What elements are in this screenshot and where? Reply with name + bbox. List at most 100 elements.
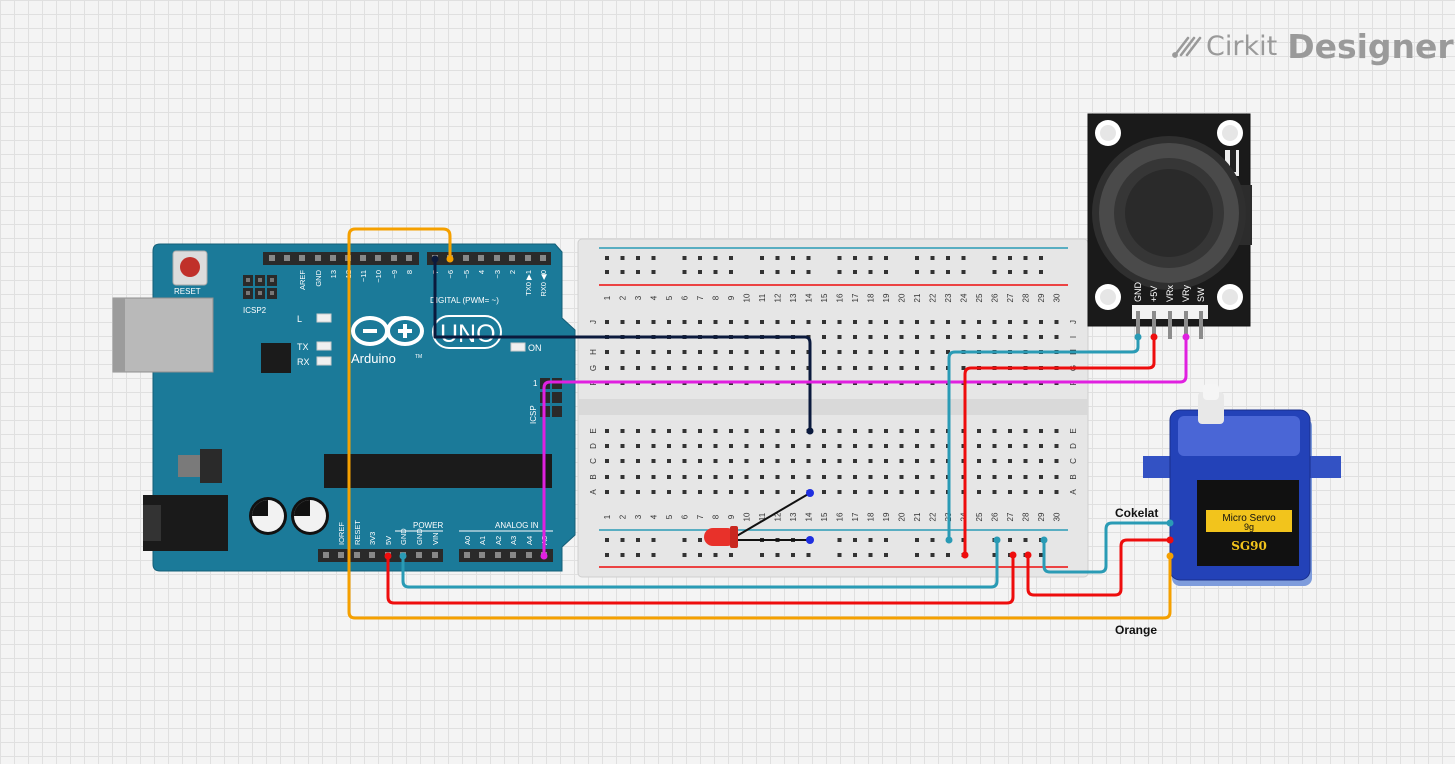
digital-pin-label: 13 bbox=[329, 270, 338, 278]
terminal-hole bbox=[651, 459, 656, 463]
wire-end-orange-b bbox=[1166, 552, 1174, 560]
analog-pin-label: A4 bbox=[525, 536, 534, 545]
column-number-bottom: 3 bbox=[634, 514, 643, 519]
terminal-hole bbox=[992, 335, 997, 339]
terminal-hole bbox=[884, 320, 888, 324]
rail-hole bbox=[729, 553, 733, 557]
terminal-hole bbox=[698, 429, 702, 433]
digital-pin-label: ~5 bbox=[462, 270, 471, 279]
rail-hole bbox=[961, 256, 966, 260]
terminal-hole bbox=[1039, 459, 1043, 463]
rail-hole bbox=[884, 256, 888, 260]
rail-hole bbox=[1039, 256, 1043, 260]
column-number-bottom: 15 bbox=[820, 512, 829, 521]
terminal-hole bbox=[682, 490, 687, 494]
rail-hole bbox=[791, 270, 795, 274]
terminal-hole bbox=[837, 459, 842, 463]
column-number-bottom: 6 bbox=[681, 514, 690, 519]
terminal-hole bbox=[946, 350, 950, 354]
terminal-hole bbox=[868, 444, 873, 448]
terminal-hole bbox=[1008, 429, 1012, 433]
terminal-hole bbox=[713, 320, 718, 324]
rail-hole bbox=[1039, 553, 1043, 557]
servo-horn-top bbox=[1203, 384, 1219, 400]
terminal-hole bbox=[930, 350, 935, 354]
column-number-top: 28 bbox=[1022, 293, 1031, 302]
terminal-hole bbox=[698, 444, 702, 448]
rail-hole bbox=[992, 553, 997, 557]
analog-pin-hole bbox=[464, 552, 470, 558]
icsp-pin bbox=[552, 406, 562, 417]
terminal-hole bbox=[1039, 475, 1043, 479]
reset-button-icon[interactable] bbox=[180, 257, 200, 277]
terminal-hole bbox=[884, 490, 888, 494]
terminal-hole bbox=[713, 429, 718, 433]
terminal-hole bbox=[620, 429, 625, 433]
column-number-top: 19 bbox=[882, 293, 891, 302]
rail-hole bbox=[636, 553, 640, 557]
terminal-hole bbox=[636, 444, 640, 448]
icsp2-label: ICSP2 bbox=[243, 306, 267, 315]
terminal-hole bbox=[775, 350, 780, 354]
column-number-bottom: 11 bbox=[758, 512, 767, 521]
icsp2-pin-hole bbox=[246, 278, 250, 282]
terminal-hole bbox=[915, 320, 919, 324]
led-on bbox=[510, 342, 526, 352]
joystick-pin bbox=[1184, 311, 1188, 339]
rail-hole bbox=[775, 270, 780, 274]
rail-hole bbox=[605, 538, 609, 542]
terminal-hole bbox=[651, 320, 656, 324]
terminal-hole bbox=[961, 335, 966, 339]
terminal-hole bbox=[884, 350, 888, 354]
terminal-hole bbox=[853, 366, 857, 370]
terminal-hole bbox=[744, 444, 749, 448]
terminal-hole bbox=[651, 490, 656, 494]
column-number-top: 1 bbox=[603, 295, 612, 300]
digital-pin-hole bbox=[391, 255, 397, 261]
column-number-bottom: 18 bbox=[867, 512, 876, 521]
breadboard[interactable]: 1122334455667788991010111112121313141415… bbox=[577, 238, 1089, 578]
terminal-hole bbox=[884, 475, 888, 479]
joystick-pin bbox=[1168, 311, 1172, 339]
red-led[interactable] bbox=[704, 489, 814, 548]
terminal-hole bbox=[620, 459, 625, 463]
icsp-label: ICSP bbox=[529, 405, 538, 424]
terminal-hole bbox=[1023, 459, 1028, 463]
terminal-hole bbox=[868, 320, 873, 324]
column-number-bottom: 26 bbox=[991, 512, 1000, 521]
wire-red-servo bbox=[1026, 538, 1172, 597]
terminal-hole bbox=[837, 350, 842, 354]
rail-hole bbox=[868, 553, 873, 557]
rail-hole bbox=[837, 538, 842, 542]
icsp2-pin-hole bbox=[270, 278, 274, 282]
logo-right-ring bbox=[386, 316, 424, 346]
terminal-hole bbox=[884, 444, 888, 448]
analog-label: ANALOG IN bbox=[495, 521, 539, 530]
rail-hole bbox=[837, 270, 842, 274]
servo-label-yellow bbox=[1206, 510, 1292, 532]
servo-label-line2: 9g bbox=[1244, 522, 1254, 532]
joystick-pin-label: +5V bbox=[1149, 286, 1159, 302]
joystick-pin-label: VRx bbox=[1165, 284, 1175, 302]
analog-pin-label: A2 bbox=[494, 536, 503, 545]
rail-hole bbox=[806, 270, 811, 274]
row-letter-left: B bbox=[589, 474, 598, 479]
terminal-hole bbox=[620, 320, 625, 324]
rail-hole bbox=[1023, 538, 1028, 542]
terminal-hole bbox=[915, 459, 919, 463]
wire-end-magenta-b bbox=[1182, 333, 1190, 341]
terminal-hole bbox=[605, 475, 609, 479]
column-number-top: 17 bbox=[851, 293, 860, 302]
column-number-top: 24 bbox=[960, 293, 969, 302]
terminal-hole bbox=[791, 350, 795, 354]
rail-hole bbox=[651, 256, 656, 260]
wire-end-teal-c bbox=[399, 552, 407, 560]
terminal-hole bbox=[915, 366, 919, 370]
cirkit-logo-icon bbox=[1172, 36, 1202, 58]
power-pin-label: IOREF bbox=[337, 522, 346, 545]
wires[interactable] bbox=[347, 227, 1190, 620]
terminal-hole bbox=[992, 444, 997, 448]
